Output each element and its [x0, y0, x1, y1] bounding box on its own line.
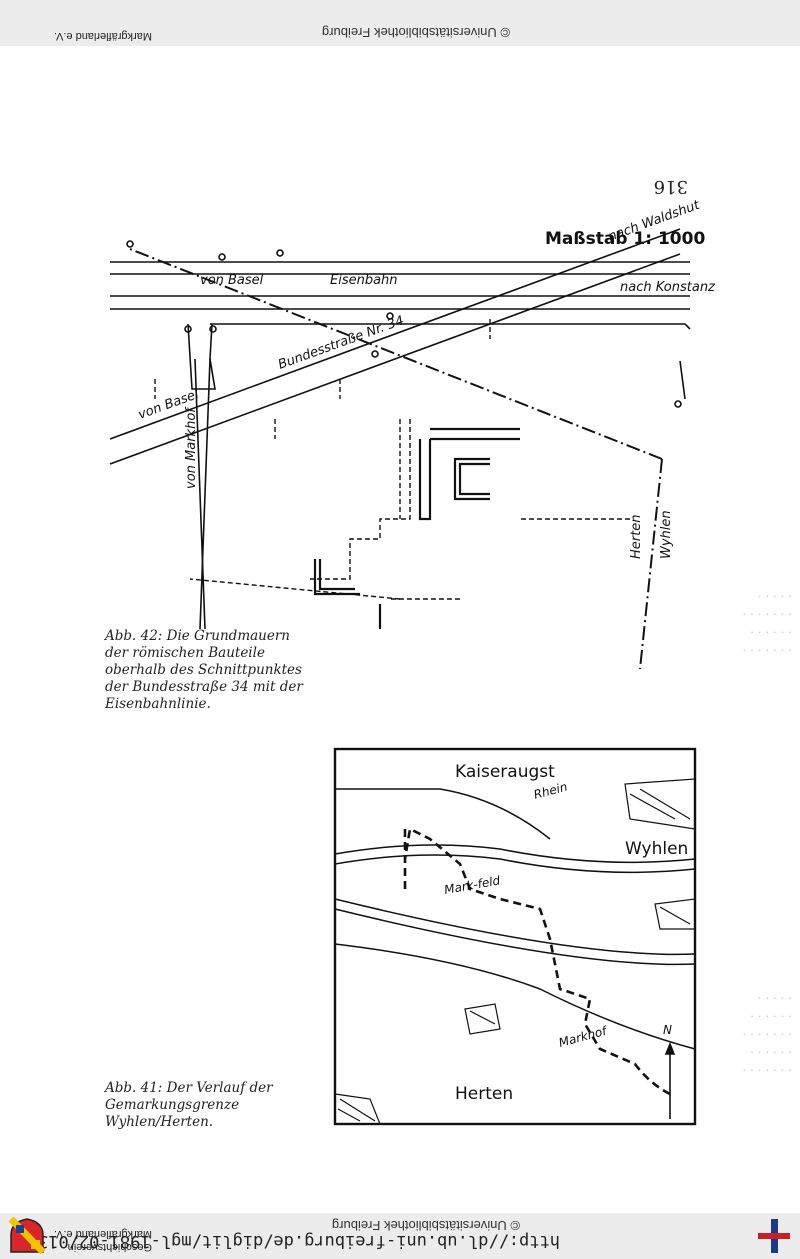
label-nach-konstanz: nach Konstanz [620, 280, 716, 295]
label-herten: Herten [629, 515, 644, 559]
label-markfeld: Mark-feld [443, 873, 501, 897]
label-herten-41: Herten [455, 1084, 513, 1104]
ub-freiburg-logo-icon [756, 1219, 792, 1253]
label-wyhlen-41: Wyhlen [625, 839, 688, 859]
label-rhein: Rhein [532, 780, 569, 802]
label-von-basel: von Basel [200, 273, 264, 288]
label-kaiseraugst: Kaiseraugst [455, 762, 555, 782]
label-eisenbahn: Eisenbahn [330, 273, 398, 288]
coat-of-arms-icon [8, 1216, 46, 1255]
scale-label: Maßstab 1: 1000 [545, 229, 705, 249]
label-markhof: Markhof [557, 1023, 609, 1050]
label-von-markhof: von Markhof [184, 406, 199, 489]
label-wyhlen: Wyhlen [659, 510, 674, 559]
north-label: N [663, 1023, 672, 1037]
figure-41-caption: Abb. 41: Der Verlauf der Gemarkungsgrenz… [105, 1080, 273, 1130]
viewer-header: http://dl.ub.uni-freiburg.de/diglit/mgl-… [0, 1213, 800, 1259]
